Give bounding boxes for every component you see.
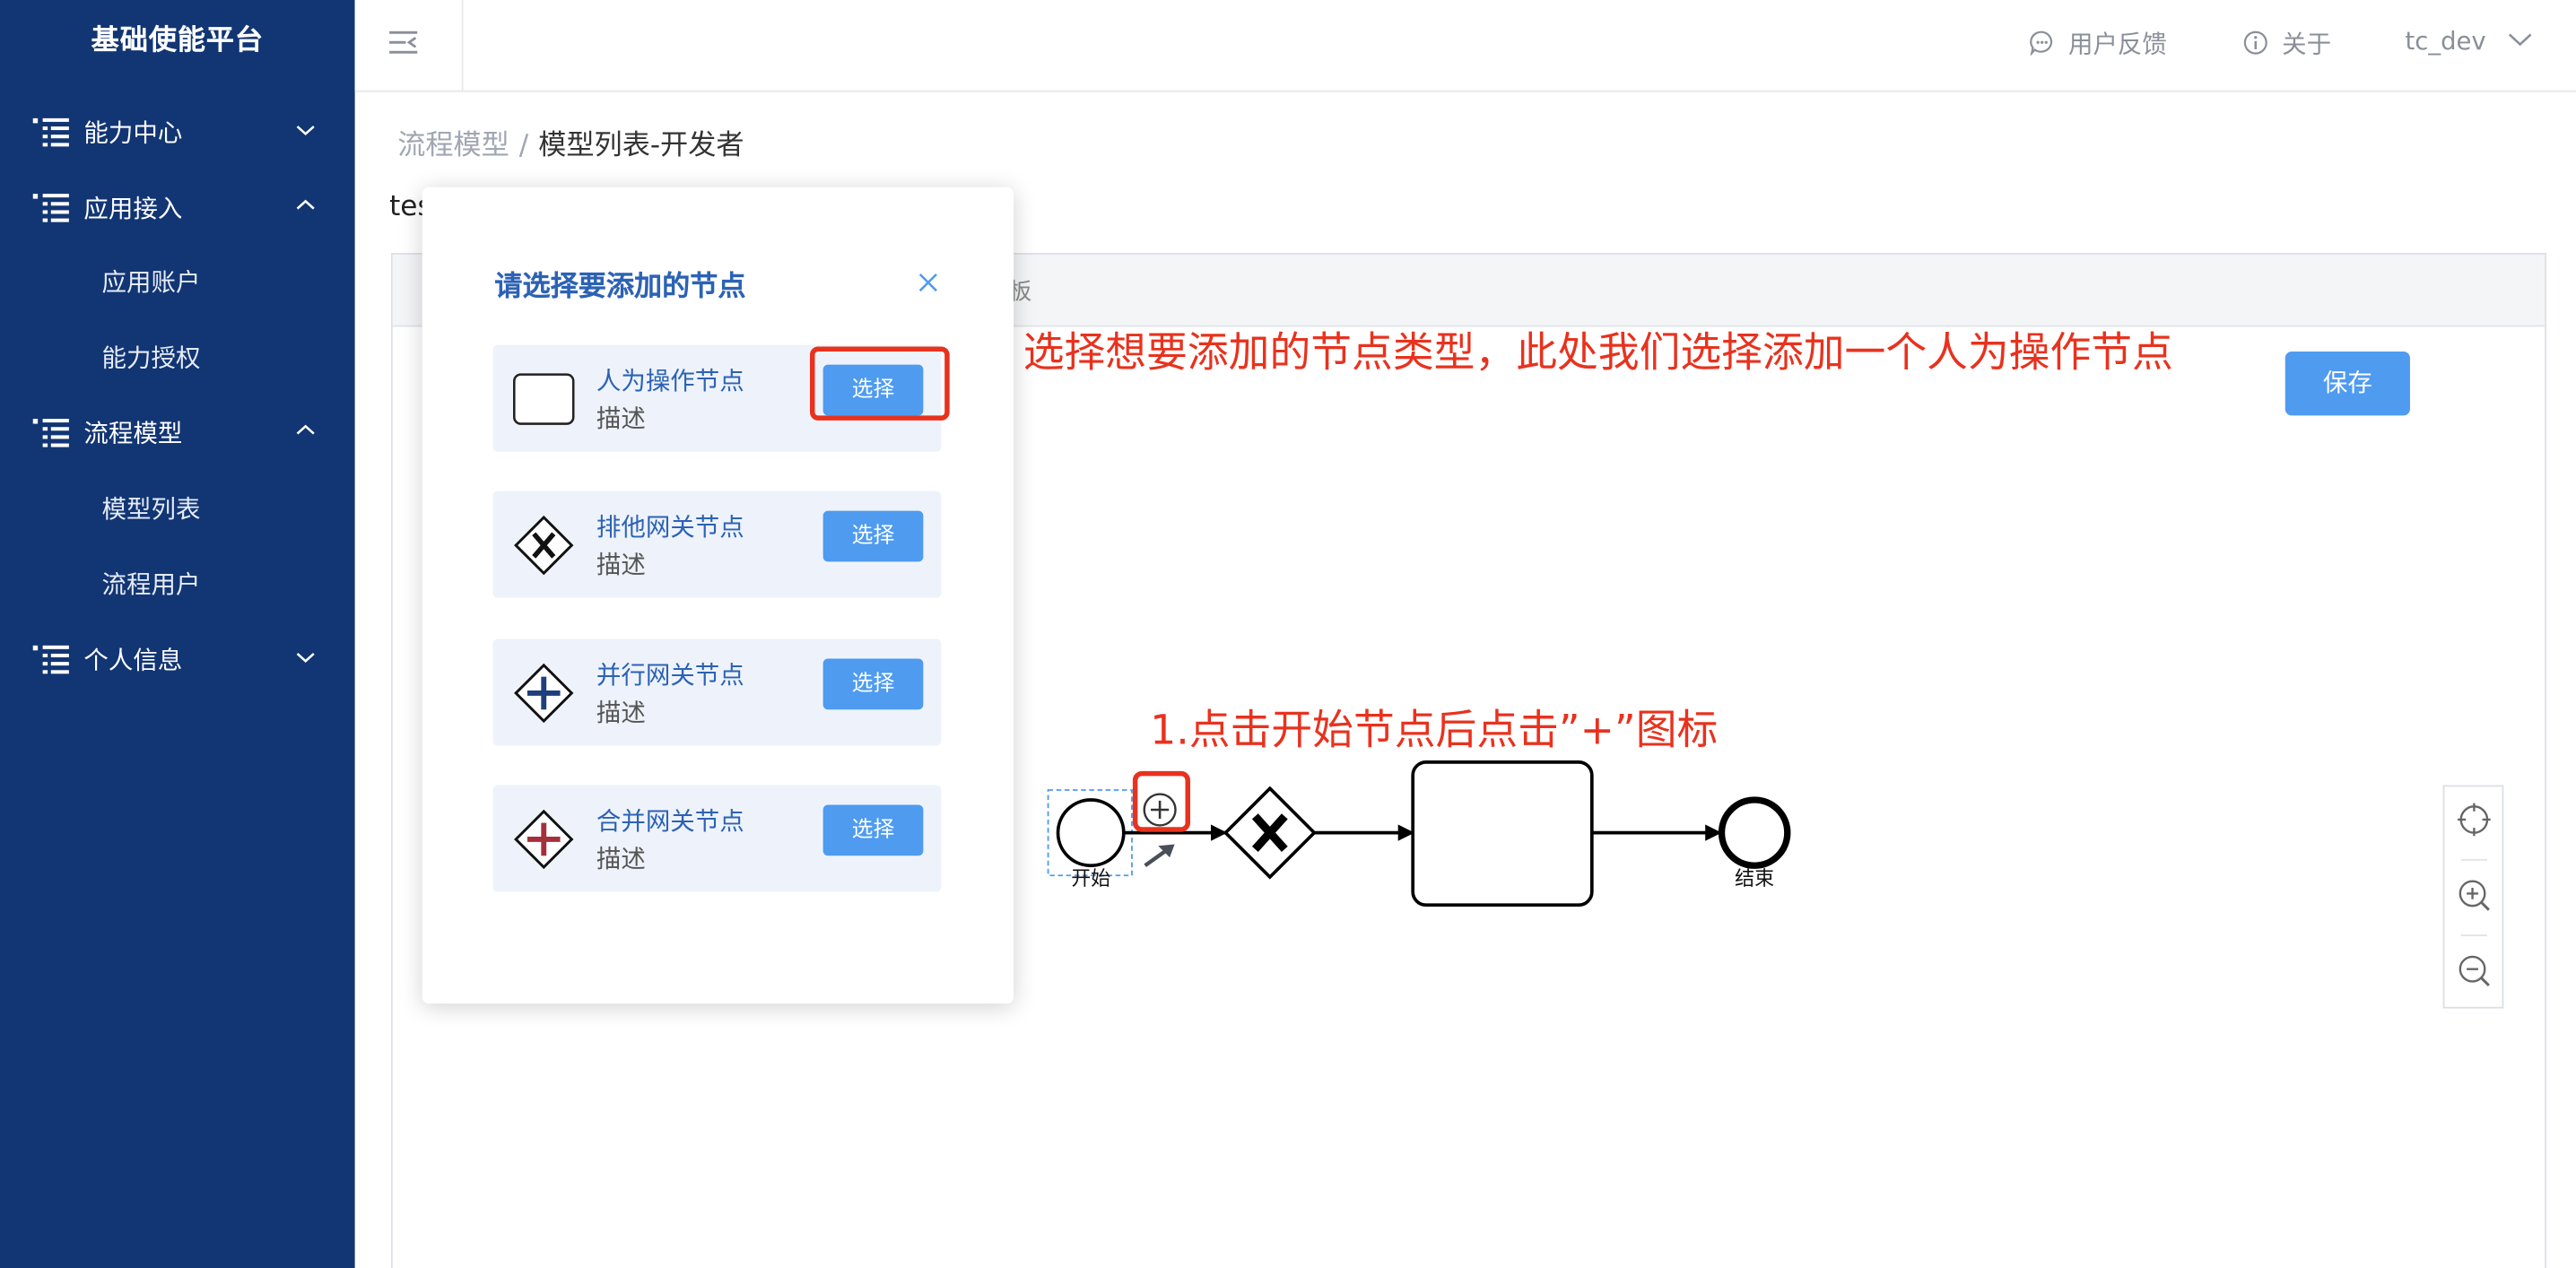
node-option-name: 合并网关节点 bbox=[596, 806, 744, 837]
select-merge-gateway-button[interactable]: 选择 bbox=[822, 804, 924, 856]
username: tc_dev bbox=[2405, 26, 2486, 56]
sidebar: 基础使能平台 能力中心 应用接入 bbox=[0, 0, 355, 1268]
start-event-label: 开始 bbox=[1071, 867, 1111, 890]
task-rectangle-icon bbox=[513, 373, 575, 425]
annotation-step-2: 2. 选择想要添加的节点类型，此处我们选择添加一个人为操作节点 bbox=[970, 328, 2173, 377]
sidebar-group-capability-center[interactable]: 能力中心 bbox=[0, 102, 355, 161]
chat-bubble-icon bbox=[2030, 30, 2053, 56]
node-option-user-task: 人为操作节点 描述 选择 bbox=[492, 344, 942, 452]
sidebar-group-app-access[interactable]: 应用接入 bbox=[0, 178, 355, 237]
list-icon bbox=[32, 419, 69, 447]
user-task[interactable] bbox=[1411, 760, 1594, 908]
end-event[interactable] bbox=[1718, 796, 1791, 869]
sidebar-item-capability-auth[interactable]: 能力授权 bbox=[101, 343, 201, 373]
close-icon[interactable] bbox=[918, 273, 938, 292]
start-event[interactable] bbox=[1056, 798, 1126, 868]
select-exclusive-gateway-button[interactable]: 选择 bbox=[822, 510, 924, 562]
chevron-down-icon bbox=[2508, 33, 2532, 47]
recenter-icon[interactable] bbox=[2454, 800, 2493, 839]
connect-arrow-icon[interactable] bbox=[1144, 844, 1175, 868]
select-parallel-gateway-button[interactable]: 选择 bbox=[822, 658, 924, 710]
feedback-label: 用户反馈 bbox=[2067, 29, 2167, 59]
app-brand: 基础使能平台 bbox=[91, 24, 264, 58]
info-icon bbox=[2243, 30, 2267, 55]
about-label: 关于 bbox=[2282, 29, 2332, 59]
node-option-desc: 描述 bbox=[596, 698, 646, 728]
sidebar-group-label: 个人信息 bbox=[83, 645, 183, 675]
highlight-select-box bbox=[809, 346, 950, 421]
sidebar-item-process-users[interactable]: 流程用户 bbox=[101, 569, 201, 600]
sidebar-item-app-account[interactable]: 应用账户 bbox=[101, 267, 201, 298]
node-option-desc: 描述 bbox=[596, 550, 646, 580]
chevron-up-icon bbox=[296, 424, 315, 435]
chevron-down-icon bbox=[296, 126, 315, 136]
node-option-desc: 描述 bbox=[596, 844, 646, 874]
list-icon bbox=[32, 645, 69, 674]
zoom-controls bbox=[2442, 785, 2504, 1009]
user-menu[interactable]: tc_dev bbox=[2405, 26, 2533, 56]
sidebar-item-model-list[interactable]: 模型列表 bbox=[101, 494, 201, 525]
sidebar-group-label: 能力中心 bbox=[83, 117, 183, 148]
menu-fold-icon bbox=[389, 30, 418, 54]
node-option-parallel-gateway: 并行网关节点 描述 选择 bbox=[492, 638, 942, 746]
node-option-merge-gateway: 合并网关节点 描述 选择 bbox=[492, 785, 942, 892]
select-user-task-button[interactable]: 选择 bbox=[822, 364, 924, 416]
sidebar-group-process-model[interactable]: 流程模型 bbox=[0, 403, 355, 462]
chevron-down-icon bbox=[296, 653, 315, 663]
node-option-name: 并行网关节点 bbox=[596, 660, 744, 690]
list-icon bbox=[32, 194, 69, 222]
zoom-out-icon[interactable] bbox=[2454, 951, 2493, 990]
append-plus-icon[interactable] bbox=[1143, 793, 1177, 827]
dialog-title: 请选择要添加的节点 bbox=[494, 271, 746, 304]
exclusive-gateway-icon bbox=[514, 515, 574, 576]
end-event-label: 结束 bbox=[1735, 867, 1775, 890]
sidebar-collapse-button[interactable] bbox=[355, 0, 464, 91]
parallel-gateway-icon bbox=[514, 663, 574, 724]
zoom-divider bbox=[2460, 934, 2488, 937]
sidebar-group-personal-info[interactable]: 个人信息 bbox=[0, 630, 355, 689]
about-link[interactable]: 关于 bbox=[2242, 26, 2331, 60]
zoom-divider bbox=[2460, 858, 2488, 861]
feedback-link[interactable]: 用户反馈 bbox=[2029, 26, 2167, 60]
node-option-desc: 描述 bbox=[596, 404, 646, 434]
breadcrumb-parent[interactable]: 流程模型 bbox=[397, 129, 509, 163]
node-option-exclusive-gateway: 排他网关节点 描述 选择 bbox=[492, 491, 942, 598]
merge-gateway-icon bbox=[514, 809, 574, 870]
chevron-up-icon bbox=[296, 199, 315, 210]
add-node-dialog: 请选择要添加的节点 人为操作节点 描述 选择 排他网关节点 描述 选择 bbox=[422, 187, 1014, 1004]
breadcrumb-separator: / bbox=[518, 129, 529, 163]
zoom-in-icon[interactable] bbox=[2454, 875, 2493, 915]
top-header: 用户反馈 关于 tc_dev bbox=[354, 0, 2576, 92]
breadcrumb: 流程模型 / 模型列表-开发者 bbox=[397, 122, 744, 163]
node-option-name: 排他网关节点 bbox=[596, 512, 744, 543]
annotation-step-1: 1.点击开始节点后点击”+”图标 bbox=[1150, 706, 1719, 754]
breadcrumb-current: 模型列表-开发者 bbox=[538, 129, 744, 163]
save-button[interactable]: 保存 bbox=[2284, 351, 2410, 416]
node-option-name: 人为操作节点 bbox=[596, 366, 744, 396]
list-icon bbox=[32, 117, 69, 147]
sidebar-group-label: 流程模型 bbox=[83, 419, 183, 449]
sidebar-group-label: 应用接入 bbox=[83, 194, 183, 224]
